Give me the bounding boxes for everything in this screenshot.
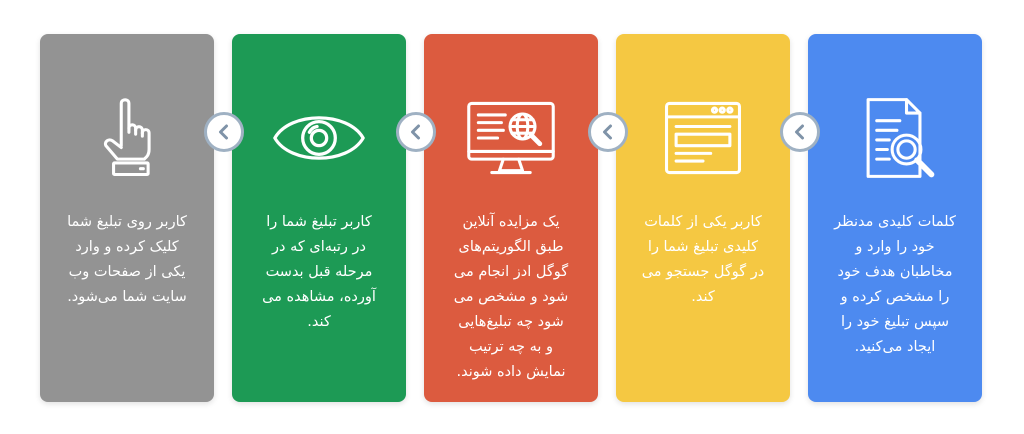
eye-icon <box>232 88 406 188</box>
browser-window-icon <box>616 88 790 188</box>
document-search-icon <box>808 88 982 188</box>
chevron-left-icon <box>588 112 628 152</box>
monitor-globe-search-icon <box>424 88 598 188</box>
chevron-left-icon <box>204 112 244 152</box>
chevron-left-icon <box>396 112 436 152</box>
hand-pointer-icon <box>40 88 214 188</box>
chevron-left-icon <box>780 112 820 152</box>
